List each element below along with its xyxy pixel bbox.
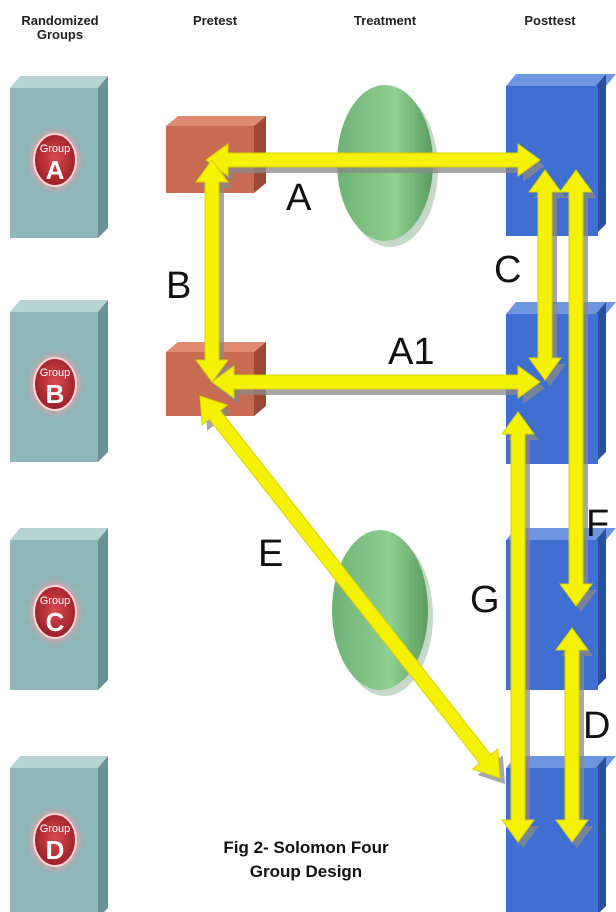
group-badge-letter: A [46,155,65,185]
header-posttest: Posttest [524,13,576,28]
arrow-label-d: D [583,705,610,747]
group-badge-prefix: Group [40,823,71,835]
arrow-label-e: E [258,533,283,575]
arrow-label-f: F [586,503,609,545]
header-pretest: Pretest [192,13,238,28]
arrow-label-a: A [286,177,312,219]
arrow-a [205,143,545,182]
header-treatment: Treatment [353,13,417,28]
arrows [195,143,597,848]
arrow-e [199,395,505,784]
arrow-label-a1: A1 [388,331,434,373]
arrow-label-c: C [494,249,521,291]
header-randomized-groups: Randomized Groups [21,13,99,42]
arrow-label-b: B [166,265,191,307]
arrow-a1 [211,365,545,404]
group-badge-prefix: Group [40,367,71,379]
group-badge-prefix: Group [40,595,71,607]
figure-caption: Fig 2- Solomon Four Group Design [223,838,389,881]
group-badge-letter: B [46,379,65,409]
group-badge-prefix: Group [40,143,71,155]
arrow-c [528,169,566,386]
arrow-f [559,169,597,612]
arrow-g [501,411,539,848]
arrow-d [555,627,593,848]
group-badge-letter: D [46,835,65,865]
arrow-label-g: G [470,579,500,621]
group-badge-letter: C [46,607,65,637]
